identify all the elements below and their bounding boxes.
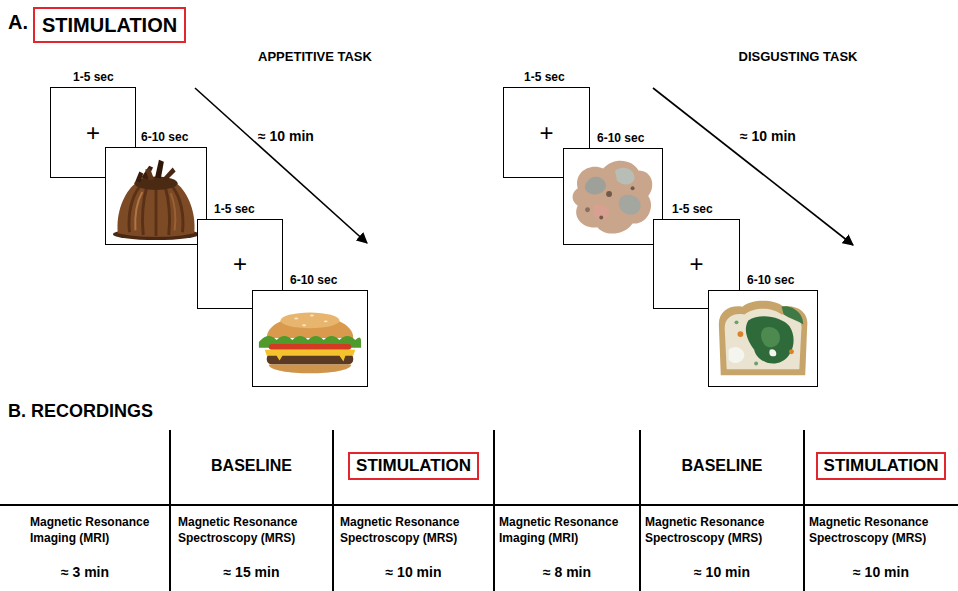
- table-rule: [0, 504, 958, 506]
- column-header: BASELINE: [682, 456, 763, 477]
- burger-picture: [253, 291, 367, 386]
- task-title: APPETITIVE TASK: [258, 49, 372, 66]
- pudding-picture: [106, 148, 206, 244]
- table-rule: [639, 430, 641, 591]
- duration-label: ≈ 10 min: [258, 127, 314, 145]
- cell-text: Magnetic Resonance Spectroscopy (MRS): [178, 515, 330, 546]
- picture-screen: 6-10 sec: [105, 147, 207, 245]
- duration-label: 1-5 sec: [672, 202, 713, 216]
- column-header: BASELINE: [211, 456, 292, 477]
- fixation-cross: +: [86, 121, 100, 145]
- table-rule: [332, 430, 334, 591]
- duration-value: ≈ 10 min: [386, 563, 442, 581]
- duration-label: 1-5 sec: [214, 202, 255, 216]
- table-rule: [169, 430, 171, 591]
- tag-text: STIMULATION: [42, 13, 177, 37]
- duration-label: ≈ 10 min: [740, 127, 796, 145]
- duration-value: ≈ 15 min: [224, 563, 280, 581]
- duration-label: 1-5 sec: [524, 70, 565, 84]
- cell-text: Magnetic Resonance Spectroscopy (MRS): [340, 515, 492, 546]
- duration-label: 6-10 sec: [747, 273, 794, 287]
- section-title: B. RECORDINGS: [8, 400, 153, 423]
- cell-text: Magnetic Resonance Imaging (MRI): [30, 515, 166, 546]
- fixation-cross: +: [233, 252, 247, 276]
- duration-label: 6-10 sec: [141, 130, 188, 144]
- picture-screen: 6-10 sec: [708, 290, 818, 387]
- cell-text: Magnetic Resonance Imaging (MRI): [499, 515, 638, 546]
- spoiled-meat-picture: [564, 149, 662, 244]
- fixation-cross: +: [689, 252, 703, 276]
- panel-letter: A.: [8, 9, 28, 35]
- duration-value: ≈ 8 min: [543, 563, 591, 581]
- duration-label: 6-10 sec: [597, 131, 644, 145]
- tag-text: STIMULATION: [356, 456, 471, 476]
- stimulation-tag: STIMULATION: [348, 452, 479, 480]
- moldy-bread-picture: [709, 291, 817, 386]
- table-rule: [803, 430, 805, 591]
- duration-label: 1-5 sec: [73, 70, 114, 84]
- picture-screen: 6-10 sec: [252, 290, 368, 387]
- fixation-cross: +: [539, 121, 553, 145]
- picture-screen: 6-10 sec: [563, 148, 663, 245]
- duration-value: ≈ 10 min: [853, 563, 909, 581]
- duration-value: ≈ 10 min: [694, 563, 750, 581]
- stimulation-tag: STIMULATION: [816, 452, 947, 480]
- tag-text: STIMULATION: [824, 456, 939, 476]
- table-rule: [493, 430, 495, 591]
- duration-label: 6-10 sec: [290, 273, 337, 287]
- stimulation-tag: STIMULATION: [33, 7, 186, 43]
- task-title: DISGUSTING TASK: [739, 49, 858, 66]
- cell-text: Magnetic Resonance Spectroscopy (MRS): [809, 515, 955, 546]
- cell-text: Magnetic Resonance Spectroscopy (MRS): [645, 515, 801, 546]
- duration-value: ≈ 3 min: [61, 563, 109, 581]
